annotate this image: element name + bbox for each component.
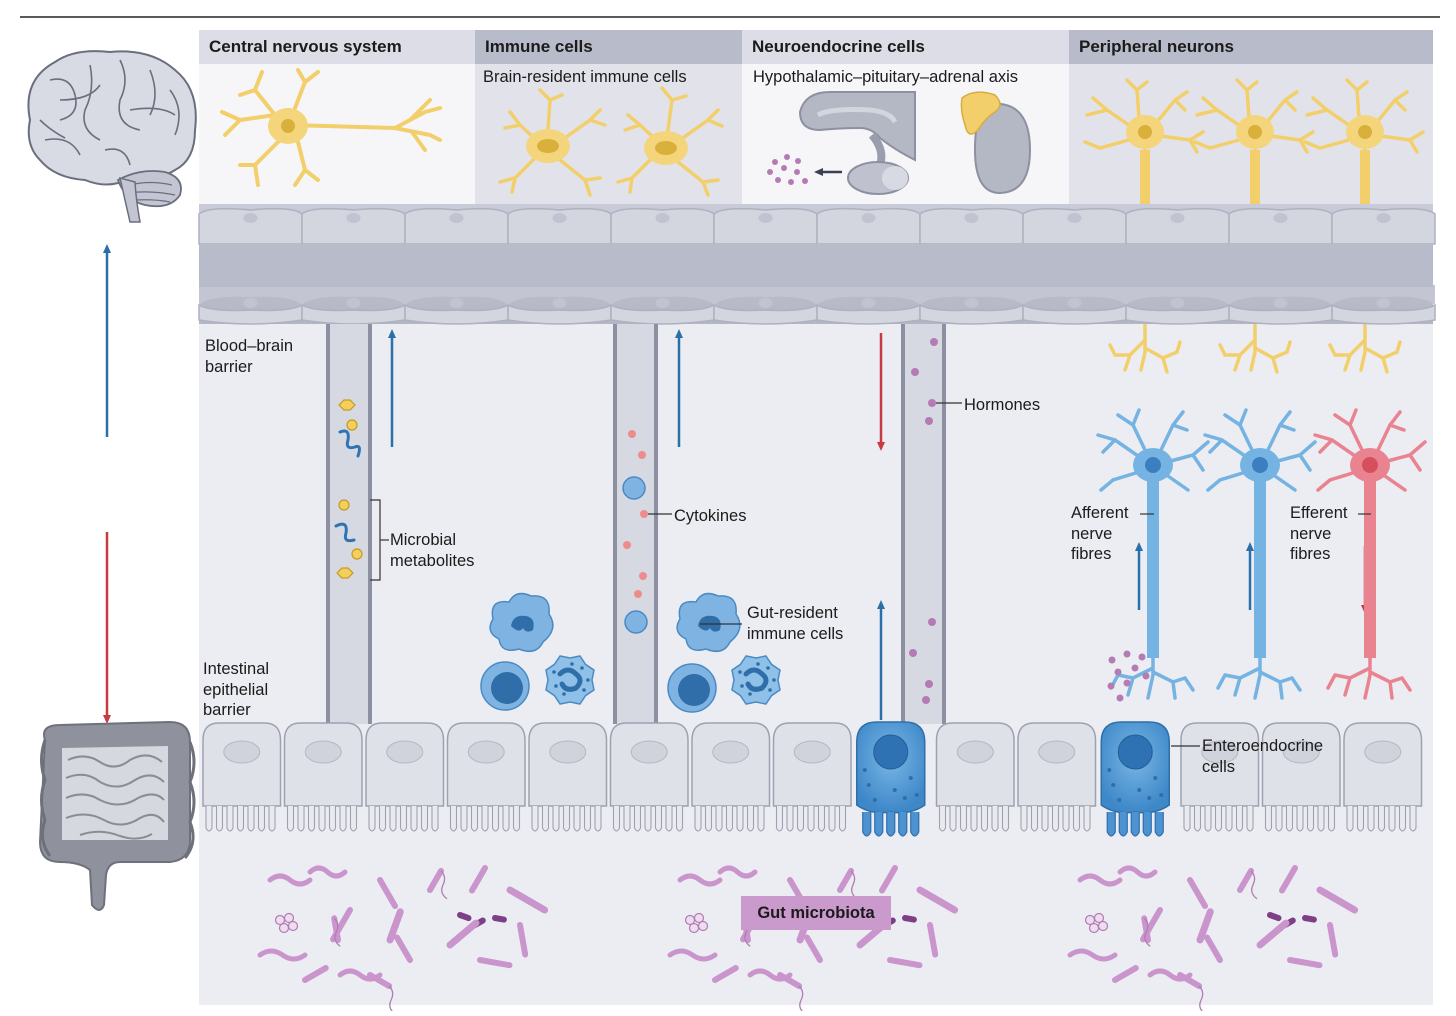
header-strip-immune [475, 30, 742, 64]
label-blood-brain-barrier: Blood–brain barrier [205, 337, 294, 376]
microglia-icon [498, 86, 724, 197]
bbb-cell [507, 207, 612, 325]
intestinal-epithelial-barrier [202, 721, 1423, 837]
label-cytokines: Cytokines [674, 507, 747, 525]
microbial-metabolites [334, 399, 363, 579]
epithelial-cell [935, 722, 1015, 832]
epithelial-cell [1261, 722, 1341, 832]
header-strip-cns [199, 30, 475, 64]
epithelial-cell [528, 722, 608, 832]
header-strip-neuroendocrine [742, 30, 1069, 64]
epithelial-cell [365, 722, 445, 832]
subheader-brain-resident-immune-cells: Brain-resident immune cells [483, 68, 687, 86]
epithelial-cell [1180, 722, 1260, 832]
bbb-cell [198, 207, 303, 325]
immune-cell-icon [622, 476, 648, 634]
bbb-cell [1022, 207, 1127, 325]
bbb-endothelial-cells [198, 207, 1436, 325]
header-strip-peripheral [1069, 30, 1433, 64]
immune-cell-icon [676, 592, 741, 653]
bbb-cell [1331, 207, 1436, 325]
cytokines [623, 430, 648, 598]
immune-cell-icon [545, 655, 595, 705]
hypothalamus-pituitary-icon [798, 91, 916, 195]
neuron-icon [1193, 78, 1315, 374]
header-immune-cells: Immune cells [485, 37, 593, 56]
enteroendocrine-cell-icon [1100, 721, 1170, 837]
vessel [901, 324, 946, 724]
label-microbial-metabolites: Microbial metabolites [390, 531, 475, 570]
bbb-cell [301, 207, 406, 325]
epithelial-cell [772, 722, 852, 832]
released-molecules [1107, 650, 1150, 702]
peripheral-neurons-top [1083, 78, 1425, 374]
header-peripheral-neurons: Peripheral neurons [1079, 37, 1234, 56]
immune-cell-icon [489, 592, 554, 653]
bbb-cell [1228, 207, 1333, 325]
header-central-nervous-system: Central nervous system [209, 37, 402, 56]
vessel [613, 324, 658, 724]
microglia-nucleus [655, 141, 677, 155]
bbb-cell [1125, 207, 1230, 325]
zone-immune [475, 64, 742, 204]
bbb-cell [919, 207, 1024, 325]
label-intestinal-epithelial-barrier: Intestinal epithelial barrier [203, 660, 270, 719]
epithelial-cell [1017, 722, 1097, 832]
epithelial-cell [1343, 722, 1423, 832]
neuron-nucleus [281, 119, 295, 133]
peripheral-nerve-fibres [1096, 408, 1427, 700]
bbb-cell [610, 207, 715, 325]
label-afferent-nerve-fibres: Afferent nerve fibres [1071, 504, 1129, 563]
neuron-icon [1303, 78, 1425, 374]
bbb-cell [404, 207, 509, 325]
immune-cell-icon [667, 663, 717, 713]
brain-icon [27, 50, 197, 223]
intestine-icon [38, 720, 196, 911]
label-gut-resident-immune-cells: Gut-resident immune cells [747, 604, 844, 643]
epithelial-cell [609, 722, 689, 832]
gut-resident-immune-cells [480, 592, 781, 713]
nerve-fibre [1313, 408, 1427, 700]
epithelial-cell [202, 722, 282, 832]
secreted-hormones [767, 154, 808, 185]
bbb-cell [816, 207, 921, 325]
immune-cell-icon [731, 655, 781, 705]
bbb-cell [713, 207, 818, 325]
header-neuroendocrine-cells: Neuroendocrine cells [752, 37, 925, 56]
immune-cell-icon [480, 661, 530, 711]
hormones [909, 338, 938, 704]
nerve-fibre [1203, 408, 1317, 700]
neuron-icon [1083, 78, 1205, 374]
epithelial-cell [691, 722, 771, 832]
microglia-nucleus [537, 139, 559, 153]
zone-cns [199, 64, 475, 204]
label-efferent-nerve-fibres: Efferent nerve fibres [1290, 504, 1348, 563]
label-gut-microbiota: Gut microbiota [741, 896, 891, 930]
blood-vessels [326, 324, 946, 724]
epithelial-cell [283, 722, 363, 832]
label-hormones: Hormones [964, 396, 1041, 414]
enteroendocrine-cell-icon [856, 721, 926, 837]
vessel [326, 324, 372, 724]
adrenal-gland-icon [960, 91, 1032, 195]
label-enteroendocrine-cells: Enteroendocrine cells [1202, 737, 1324, 776]
nerve-fibre [1096, 408, 1210, 700]
subheader-hpa-axis: Hypothalamic–pituitary–adrenal axis [753, 68, 1019, 86]
epithelial-cell [446, 722, 526, 832]
